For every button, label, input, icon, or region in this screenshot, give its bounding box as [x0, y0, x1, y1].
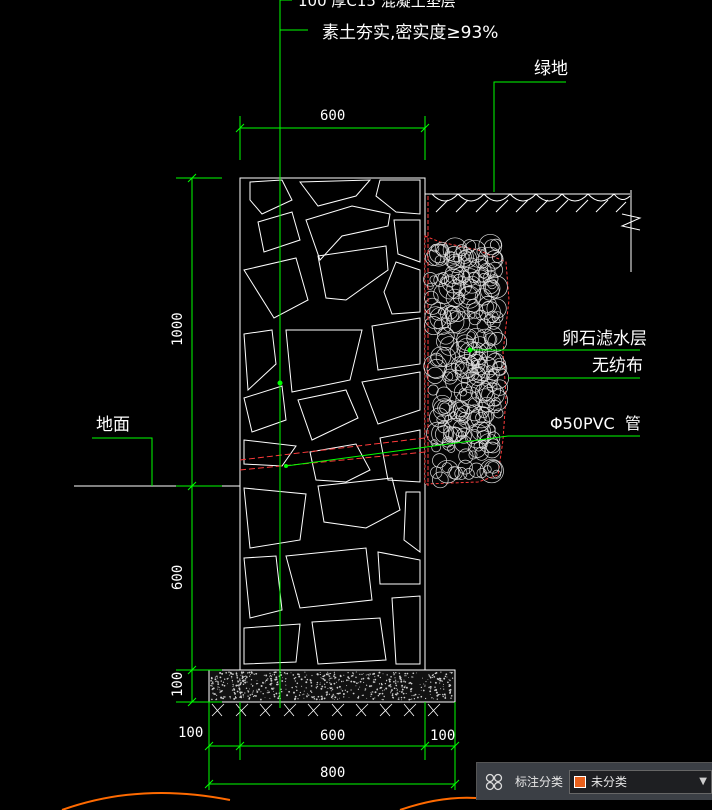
- top-note-1: 100 厚C15 混凝土垫层: [298, 0, 456, 10]
- annotation-category-label: 标注分类: [515, 775, 564, 789]
- annotation-category-toolbar: 标注分类 未分类 ▼: [476, 762, 712, 800]
- dim-base-height: 100: [170, 672, 186, 697]
- dim-bottom-left: 100: [178, 725, 203, 741]
- top-note-2: 素土夯实,密实度≥93%: [322, 23, 498, 43]
- dim-upper-height: 1000: [170, 312, 186, 346]
- greenland-label: 绿地: [534, 59, 568, 79]
- dim-lower-height: 600: [170, 565, 186, 590]
- annotation-category-icon[interactable]: [477, 765, 511, 799]
- pvc-pipe-label: Φ50PVC 管: [550, 414, 641, 433]
- ground-line: [74, 437, 240, 487]
- dimension-lines: [176, 116, 460, 790]
- dim-total-width: 800: [320, 765, 345, 781]
- pvc-pipe: [239, 435, 509, 471]
- leader-lines: [277, 0, 640, 708]
- geotextile-label: 无纺布: [592, 356, 643, 376]
- category-color-swatch: [574, 775, 587, 788]
- selection-curve: [61, 792, 477, 810]
- annotation-text: 100 厚C15 混凝土垫层 素土夯实,密实度≥93% 绿地 地面 卵石滤水层 …: [96, 0, 647, 781]
- gravel-filter-layer: [423, 233, 510, 489]
- category-select[interactable]: 未分类 ▼: [569, 769, 712, 794]
- category-selected-value: 未分类: [591, 775, 628, 789]
- ground-label: 地面: [96, 415, 130, 435]
- concrete-base: [208, 669, 456, 717]
- rubble-wall: [239, 177, 426, 671]
- dim-top-width: 600: [320, 108, 345, 124]
- chevron-down-icon: ▼: [699, 776, 707, 787]
- greenland-surface: [425, 190, 642, 272]
- dim-bottom-right: 100: [430, 728, 455, 744]
- dim-bottom-mid: 600: [320, 728, 345, 744]
- gravel-layer-label: 卵石滤水层: [562, 329, 647, 349]
